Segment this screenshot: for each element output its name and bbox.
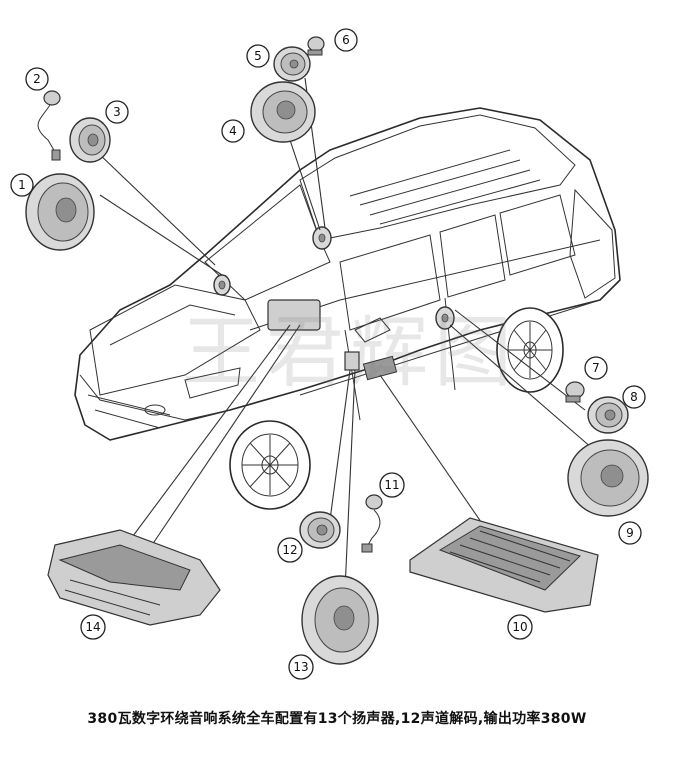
speaker-3: [69, 117, 111, 163]
svg-text:12: 12: [282, 543, 297, 557]
svg-text:7: 7: [592, 361, 600, 375]
callout-1: 1: [10, 173, 34, 197]
svg-text:9: 9: [626, 526, 634, 540]
svg-text:3: 3: [113, 105, 121, 119]
svg-text:4: 4: [229, 124, 237, 138]
callout-8: 8: [622, 385, 646, 409]
in-car-speaker-marks: [213, 226, 455, 381]
tweeter-11: [361, 494, 383, 553]
callout-10: 10: [507, 614, 533, 640]
callout-4: 4: [221, 119, 245, 143]
svg-text:13: 13: [293, 660, 308, 674]
svg-text:10: 10: [512, 620, 527, 634]
svg-text:2: 2: [33, 72, 41, 86]
tweeter-2: [37, 90, 61, 161]
callout-13: 13: [288, 654, 314, 680]
svg-text:8: 8: [630, 390, 638, 404]
callout-5: 5: [246, 44, 270, 68]
vehicle-outline: [74, 107, 621, 441]
svg-text:11: 11: [384, 478, 399, 492]
speaker-12: [299, 511, 341, 549]
leader-lines: [94, 77, 601, 591]
speaker-4: [250, 81, 316, 143]
speaker-5: [273, 46, 311, 82]
tweeter-6: [307, 36, 325, 56]
svg-text:1: 1: [18, 178, 26, 192]
subwoofer-14: [47, 529, 221, 626]
front-wheel: [229, 420, 311, 510]
speaker-layout-diagram: 1 2 3 4 5 6 7 8 9 10 11 12 13 14: [10, 28, 649, 680]
speaker-13: [301, 575, 379, 665]
callout-2: 2: [25, 67, 49, 91]
svg-text:5: 5: [254, 49, 262, 63]
callout-14: 14: [80, 614, 106, 640]
callout-12: 12: [277, 537, 303, 563]
rear-wheel: [496, 307, 564, 393]
amplifier-10: [409, 517, 599, 613]
callout-3: 3: [105, 100, 129, 124]
callout-7: 7: [584, 356, 608, 380]
figure-caption: 380瓦数字环绕音响系统全车配置有13个扬声器,12声道解码,输出功率380W: [87, 711, 587, 727]
tweeter-7: [565, 381, 585, 403]
callout-11: 11: [379, 472, 405, 498]
svg-text:6: 6: [342, 33, 350, 47]
speaker-9: [567, 439, 649, 517]
callout-6: 6: [334, 28, 358, 52]
svg-text:14: 14: [85, 620, 100, 634]
callout-9: 9: [618, 521, 642, 545]
speaker-8: [587, 396, 629, 434]
speaker-1: [25, 173, 95, 251]
